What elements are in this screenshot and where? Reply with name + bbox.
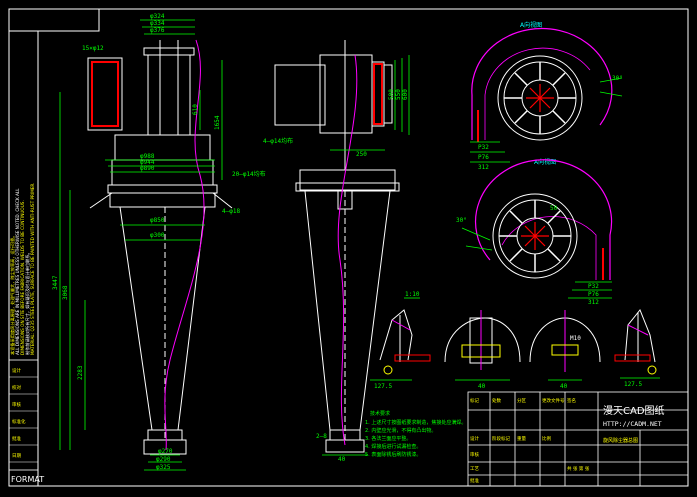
drawing-name: 旋风除尘器总图 <box>603 437 638 444</box>
svg-text:标记: 标记 <box>470 397 479 404</box>
vertical-note-line: MATERIAL: Q235 STEEL PLATE, SURFACE TO B… <box>30 183 35 355</box>
svg-text:127.5: 127.5 <box>624 381 642 388</box>
svg-text:P76: P76 <box>478 154 489 161</box>
svg-text:127.5: 127.5 <box>374 383 392 390</box>
svg-text:分区: 分区 <box>517 397 526 404</box>
svg-text:40: 40 <box>338 456 346 463</box>
drawing-frame <box>8 8 689 487</box>
left-strip-label: 设计 <box>12 367 21 374</box>
left-strip-label: 标准化 <box>12 418 26 425</box>
svg-text:1. 上述尺寸按图纸要求制造，焦接处应满焊。: 1. 上述尺寸按图纸要求制造，焦接处应满焊。 <box>365 419 466 426</box>
svg-text:工艺: 工艺 <box>470 466 479 472</box>
svg-text:技术要求: 技术要求 <box>370 410 390 417</box>
svg-text:签名: 签名 <box>567 397 576 404</box>
svg-text:20–φ14均布: 20–φ14均布 <box>232 170 266 178</box>
vertical-note-line: DIMENSIONS ON SITE BEFORE FABRICATION. W… <box>20 200 25 355</box>
svg-text:2. 内壁应光滑，不得有凸出物。: 2. 内壁应光滑，不得有凸出物。 <box>365 427 436 434</box>
svg-text:φ890: φ890 <box>140 165 155 172</box>
svg-text:312: 312 <box>588 299 599 306</box>
svg-text:P76: P76 <box>588 291 599 298</box>
svg-text:φ988: φ988 <box>140 153 155 160</box>
svg-text:审核: 审核 <box>470 451 479 458</box>
svg-text:M10: M10 <box>570 335 581 342</box>
svg-text:2–8: 2–8 <box>316 433 327 440</box>
svg-text:600: 600 <box>402 89 409 100</box>
svg-text:处数: 处数 <box>492 397 501 404</box>
plan-view-b: A向视图 P32 P76 312 30° <box>456 158 613 306</box>
title-block-texts: 标记 处数 分区 更改文件号 签名 设计 审核 工艺 批准 阶段标记 重量 比例… <box>470 397 590 484</box>
title-tab <box>8 8 100 32</box>
title-block-url: HTTP://CADM.NET <box>603 420 662 428</box>
svg-text:50: 50 <box>550 205 558 212</box>
svg-text:P32: P32 <box>478 144 489 151</box>
title-block-logo: 漫天CAD图纸 <box>603 404 665 417</box>
svg-text:φ290: φ290 <box>156 456 171 463</box>
svg-text:15×φ12: 15×φ12 <box>82 45 104 52</box>
svg-text:30°: 30° <box>456 217 467 224</box>
side-view <box>274 40 400 453</box>
vertical-note-line: 本设备采用旋风分离原理，处理气量大，除尘效率高，运行可靠。 <box>9 234 16 355</box>
svg-text:40: 40 <box>560 383 568 390</box>
svg-text:3068: 3068 <box>62 285 69 300</box>
svg-text:φ324: φ324 <box>150 13 165 20</box>
svg-text:3. 各法兰面应平整。: 3. 各法兰面应平整。 <box>365 435 411 442</box>
svg-text:φ325: φ325 <box>156 464 171 471</box>
svg-text:5. 表面除锈后刷防锈漆。: 5. 表面除锈后刷防锈漆。 <box>365 451 421 458</box>
front-dimensions <box>59 19 223 471</box>
svg-text:40: 40 <box>478 383 486 390</box>
svg-text:批准: 批准 <box>470 477 479 484</box>
left-strip-label: 批准 <box>12 435 21 442</box>
svg-text:2283: 2283 <box>77 365 84 380</box>
svg-text:φ334: φ334 <box>150 20 165 27</box>
side-dimensions <box>322 55 410 456</box>
svg-text:阶段标记: 阶段标记 <box>492 435 510 442</box>
svg-text:500: 500 <box>388 89 395 100</box>
svg-text:设计: 设计 <box>470 435 479 442</box>
plan-view-a: A向视图 P32 P76 312 30° <box>470 21 623 171</box>
side-dim-texts: 4–φ14均布 250 500 550 600 2–8 40 <box>263 89 409 463</box>
svg-text:550: 550 <box>395 89 402 100</box>
svg-text:比例: 比例 <box>542 435 551 442</box>
svg-text:φ850: φ850 <box>150 217 165 224</box>
vertical-note-line: 制作前请核对所有尺寸，如有疑问及时与设计单位联系。 <box>24 250 31 355</box>
svg-text:P32: P32 <box>588 283 599 290</box>
svg-text:更改文件号: 更改文件号 <box>542 397 565 404</box>
front-profile-curve <box>164 39 205 451</box>
left-strip-label: 校对 <box>12 384 21 391</box>
svg-text:3447: 3447 <box>52 275 59 290</box>
technical-notes: 技术要求 1. 上述尺寸按图纸要求制造，焦接处应满焊。 2. 内壁应光滑，不得有… <box>365 410 466 458</box>
svg-text:重量: 重量 <box>517 435 526 442</box>
svg-text:610: 610 <box>192 104 199 115</box>
side-profile-curve <box>337 54 358 446</box>
left-strip-label: 审核 <box>12 401 21 408</box>
side-hatch <box>373 63 383 125</box>
svg-text:φ944: φ944 <box>140 159 155 166</box>
front-view <box>87 40 233 455</box>
svg-text:A向视图: A向视图 <box>520 21 542 29</box>
svg-text:φ376: φ376 <box>150 27 165 34</box>
title-block <box>467 391 689 487</box>
svg-text:250: 250 <box>356 151 367 158</box>
svg-text:A向视图: A向视图 <box>534 158 556 166</box>
svg-text:共 张 第 张: 共 张 第 张 <box>567 465 590 472</box>
svg-text:φ270: φ270 <box>158 448 173 455</box>
inlet-hatch <box>91 61 119 127</box>
svg-text:1:10: 1:10 <box>405 291 420 298</box>
svg-text:4. 焊接后进行试漏检查。: 4. 焊接后进行试漏检查。 <box>365 443 421 450</box>
front-dim-texts: φ324 φ334 φ376 15×φ12 φ988 φ944 φ890 20–… <box>52 13 266 471</box>
vertical-notes: 本设备采用旋风分离原理，处理气量大，除尘效率高，运行可靠。ALL DIMENSI… <box>9 183 35 355</box>
svg-text:4–φ14均布: 4–φ14均布 <box>263 137 293 145</box>
left-strip-label: 日期 <box>12 453 21 459</box>
svg-text:4–φ18: 4–φ18 <box>222 208 240 215</box>
format-label: FORMAT <box>11 475 44 484</box>
svg-text:φ300: φ300 <box>150 232 165 239</box>
svg-text:1654: 1654 <box>214 115 221 130</box>
detail-views: 1:10 127.5 40 M10 40 1 <box>370 291 660 390</box>
vertical-note-line: ALL DIMENSIONS ARE IN MILLIMETRES UNLESS… <box>15 188 20 355</box>
svg-text:312: 312 <box>478 164 489 171</box>
